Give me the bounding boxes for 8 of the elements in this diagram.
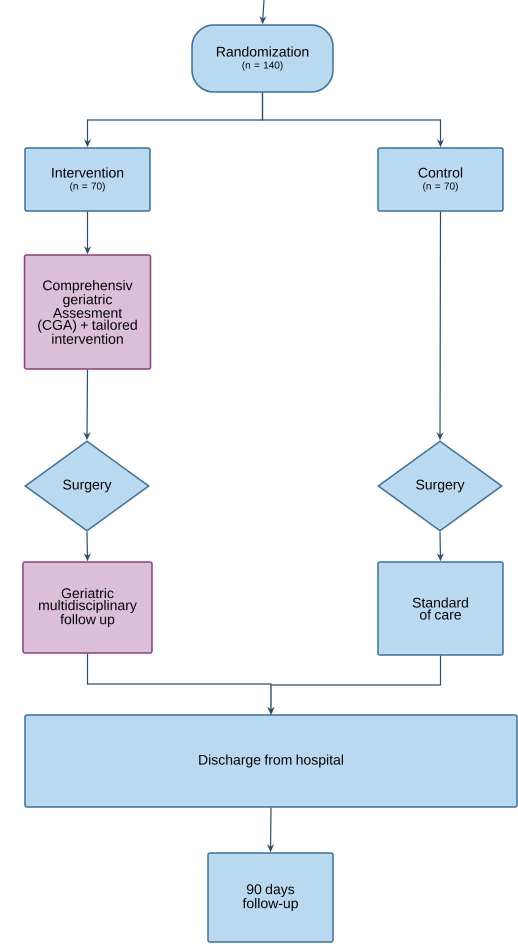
process-box: Discharge from hospital: [24, 714, 518, 808]
process-box: 90 days follow-up: [207, 852, 334, 943]
process-box: Geriatric multidisciplinary follow up: [22, 561, 153, 654]
terminal-box: Randomization (n = 140): [191, 24, 334, 93]
process-box: Standard of care: [377, 561, 504, 656]
process-box: Intervention (n = 70): [24, 147, 151, 212]
process-box: Control (n = 70): [377, 147, 504, 212]
process-box: Comprehensiv geriatric Assesment (CGA) + tailored intervention: [24, 254, 152, 370]
